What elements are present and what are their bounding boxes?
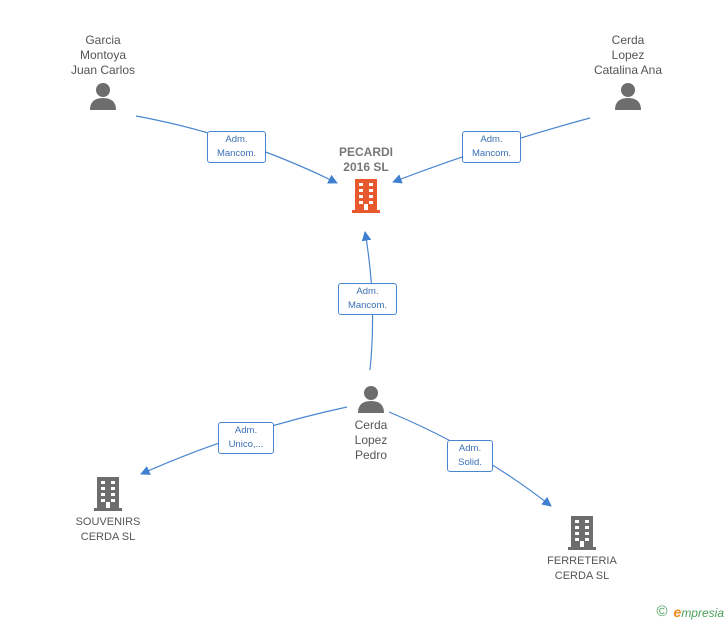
node-label: SOUVENIRS CERDA SL bbox=[75, 516, 141, 543]
brand-initial: e bbox=[673, 603, 682, 620]
brand-rest: mpresia bbox=[681, 605, 724, 620]
node-cerda-lopez-catalina-ana[interactable]: Cerda Lopez Catalina Ana bbox=[576, 33, 680, 112]
building-icon bbox=[94, 477, 122, 511]
node-label: Garcia Montoya Juan Carlos bbox=[70, 33, 136, 77]
edge-label-pedro-souvenirs[interactable]: Adm. Unico,... bbox=[218, 422, 274, 454]
copyright-symbol: © bbox=[656, 603, 668, 620]
edge-label-pedro-pecardi[interactable]: Adm. Mancom. bbox=[338, 283, 397, 315]
node-garcia-montoya-juan-carlos[interactable]: Garcia Montoya Juan Carlos bbox=[51, 33, 155, 112]
node-cerda-lopez-pedro[interactable]: Cerda Lopez Pedro bbox=[321, 383, 421, 463]
node-label: Cerda Lopez Pedro bbox=[354, 418, 388, 462]
building-icon bbox=[352, 179, 380, 213]
person-icon bbox=[615, 83, 641, 110]
edge-label-pedro-ferreteria[interactable]: Adm. Solid. bbox=[447, 440, 493, 472]
footer-brand: © empresia bbox=[656, 603, 724, 620]
person-icon bbox=[358, 386, 384, 413]
edge-label-catalina-pecardi[interactable]: Adm. Mancom. bbox=[462, 131, 521, 163]
node-label: FERRETERIA CERDA SL bbox=[547, 555, 617, 582]
node-pecardi-2016-sl[interactable]: PECARDI 2016 SL bbox=[316, 145, 416, 215]
person-icon bbox=[90, 83, 116, 110]
empresia-logo[interactable]: empresia bbox=[674, 604, 724, 620]
node-ferreteria-cerda-sl[interactable]: FERRETERIA CERDA SL bbox=[532, 514, 632, 584]
node-souvenirs-cerda-sl[interactable]: SOUVENIRS CERDA SL bbox=[58, 475, 158, 545]
node-label: PECARDI 2016 SL bbox=[338, 145, 393, 174]
edge-label-garcia-pecardi[interactable]: Adm. Mancom. bbox=[207, 131, 266, 163]
building-icon bbox=[568, 516, 596, 550]
node-label: Cerda Lopez Catalina Ana bbox=[593, 33, 663, 77]
